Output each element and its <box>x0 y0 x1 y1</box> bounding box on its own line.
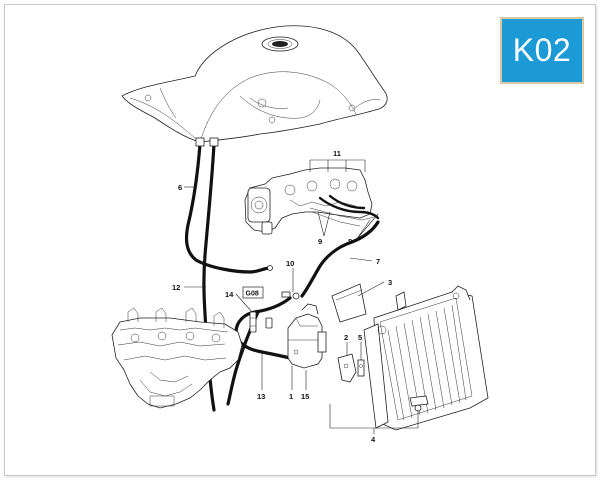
callout-1: 1 <box>289 392 293 401</box>
reference-box-g08: G08 <box>242 286 264 299</box>
hose-fittings <box>195 137 300 300</box>
callout-4: 4 <box>371 435 376 444</box>
callout-8: 8 <box>348 237 352 246</box>
vacuum-lines <box>318 194 380 220</box>
frame-border <box>4 4 596 476</box>
callout-11: 11 <box>333 149 341 158</box>
fuel-tank <box>121 25 388 143</box>
section-code: K02 <box>512 32 572 68</box>
bracket-2-5 <box>337 353 365 383</box>
callout-13: 13 <box>257 392 265 401</box>
callout-7: 7 <box>376 257 380 266</box>
hose-7 <box>300 220 380 298</box>
section-code-badge: K02 <box>500 17 584 84</box>
clamp-14 <box>249 311 273 333</box>
throttle-body-assembly <box>244 167 379 235</box>
callout-3: 3 <box>388 278 392 287</box>
callout-15: 15 <box>301 392 309 401</box>
callout-6: 6 <box>178 183 182 192</box>
heat-shield-plate-3 <box>331 283 367 323</box>
engine-block <box>111 307 243 409</box>
evap-canister <box>287 303 327 369</box>
reference-code: G08 <box>246 291 259 298</box>
callout-labels: 6 11 9 8 7 10 12 14 3 13 1 15 2 5 4 <box>172 149 392 444</box>
hose-6 <box>184 142 272 274</box>
callout-5: 5 <box>358 333 362 342</box>
callout-14: 14 <box>225 290 234 299</box>
callout-10: 10 <box>286 259 294 268</box>
leader-lines <box>184 159 419 434</box>
callout-12: 12 <box>172 283 180 292</box>
radiator <box>363 285 489 431</box>
callout-2: 2 <box>344 333 348 342</box>
callout-9: 9 <box>318 237 322 246</box>
